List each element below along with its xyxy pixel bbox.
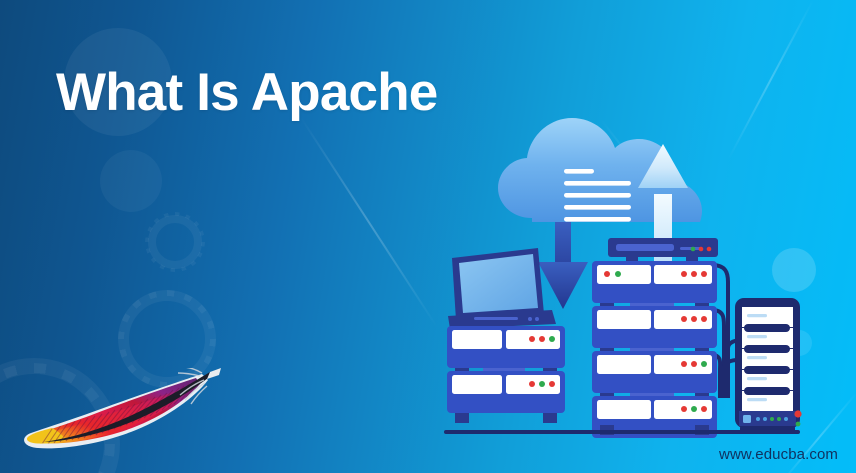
tower-server xyxy=(735,298,802,432)
server-unit xyxy=(592,396,717,438)
switch-unit xyxy=(608,238,718,263)
light-streak xyxy=(300,117,438,328)
page-title: What Is Apache xyxy=(56,63,438,122)
site-watermark: www.educba.com xyxy=(719,446,838,463)
decorative-circle xyxy=(100,150,162,212)
server-unit xyxy=(592,306,717,354)
laptop xyxy=(448,248,556,329)
ground-line xyxy=(444,430,800,434)
server-unit xyxy=(592,261,717,309)
server-unit xyxy=(447,326,565,374)
gear-icon xyxy=(148,215,202,269)
cloud-server-illustration xyxy=(440,98,840,443)
download-arrow xyxy=(538,222,588,309)
server-unit xyxy=(592,351,717,399)
server-unit xyxy=(447,371,565,423)
cloud-document-lines xyxy=(564,169,631,222)
apache-feather-logo xyxy=(14,366,226,452)
cloud-shape xyxy=(498,118,702,222)
